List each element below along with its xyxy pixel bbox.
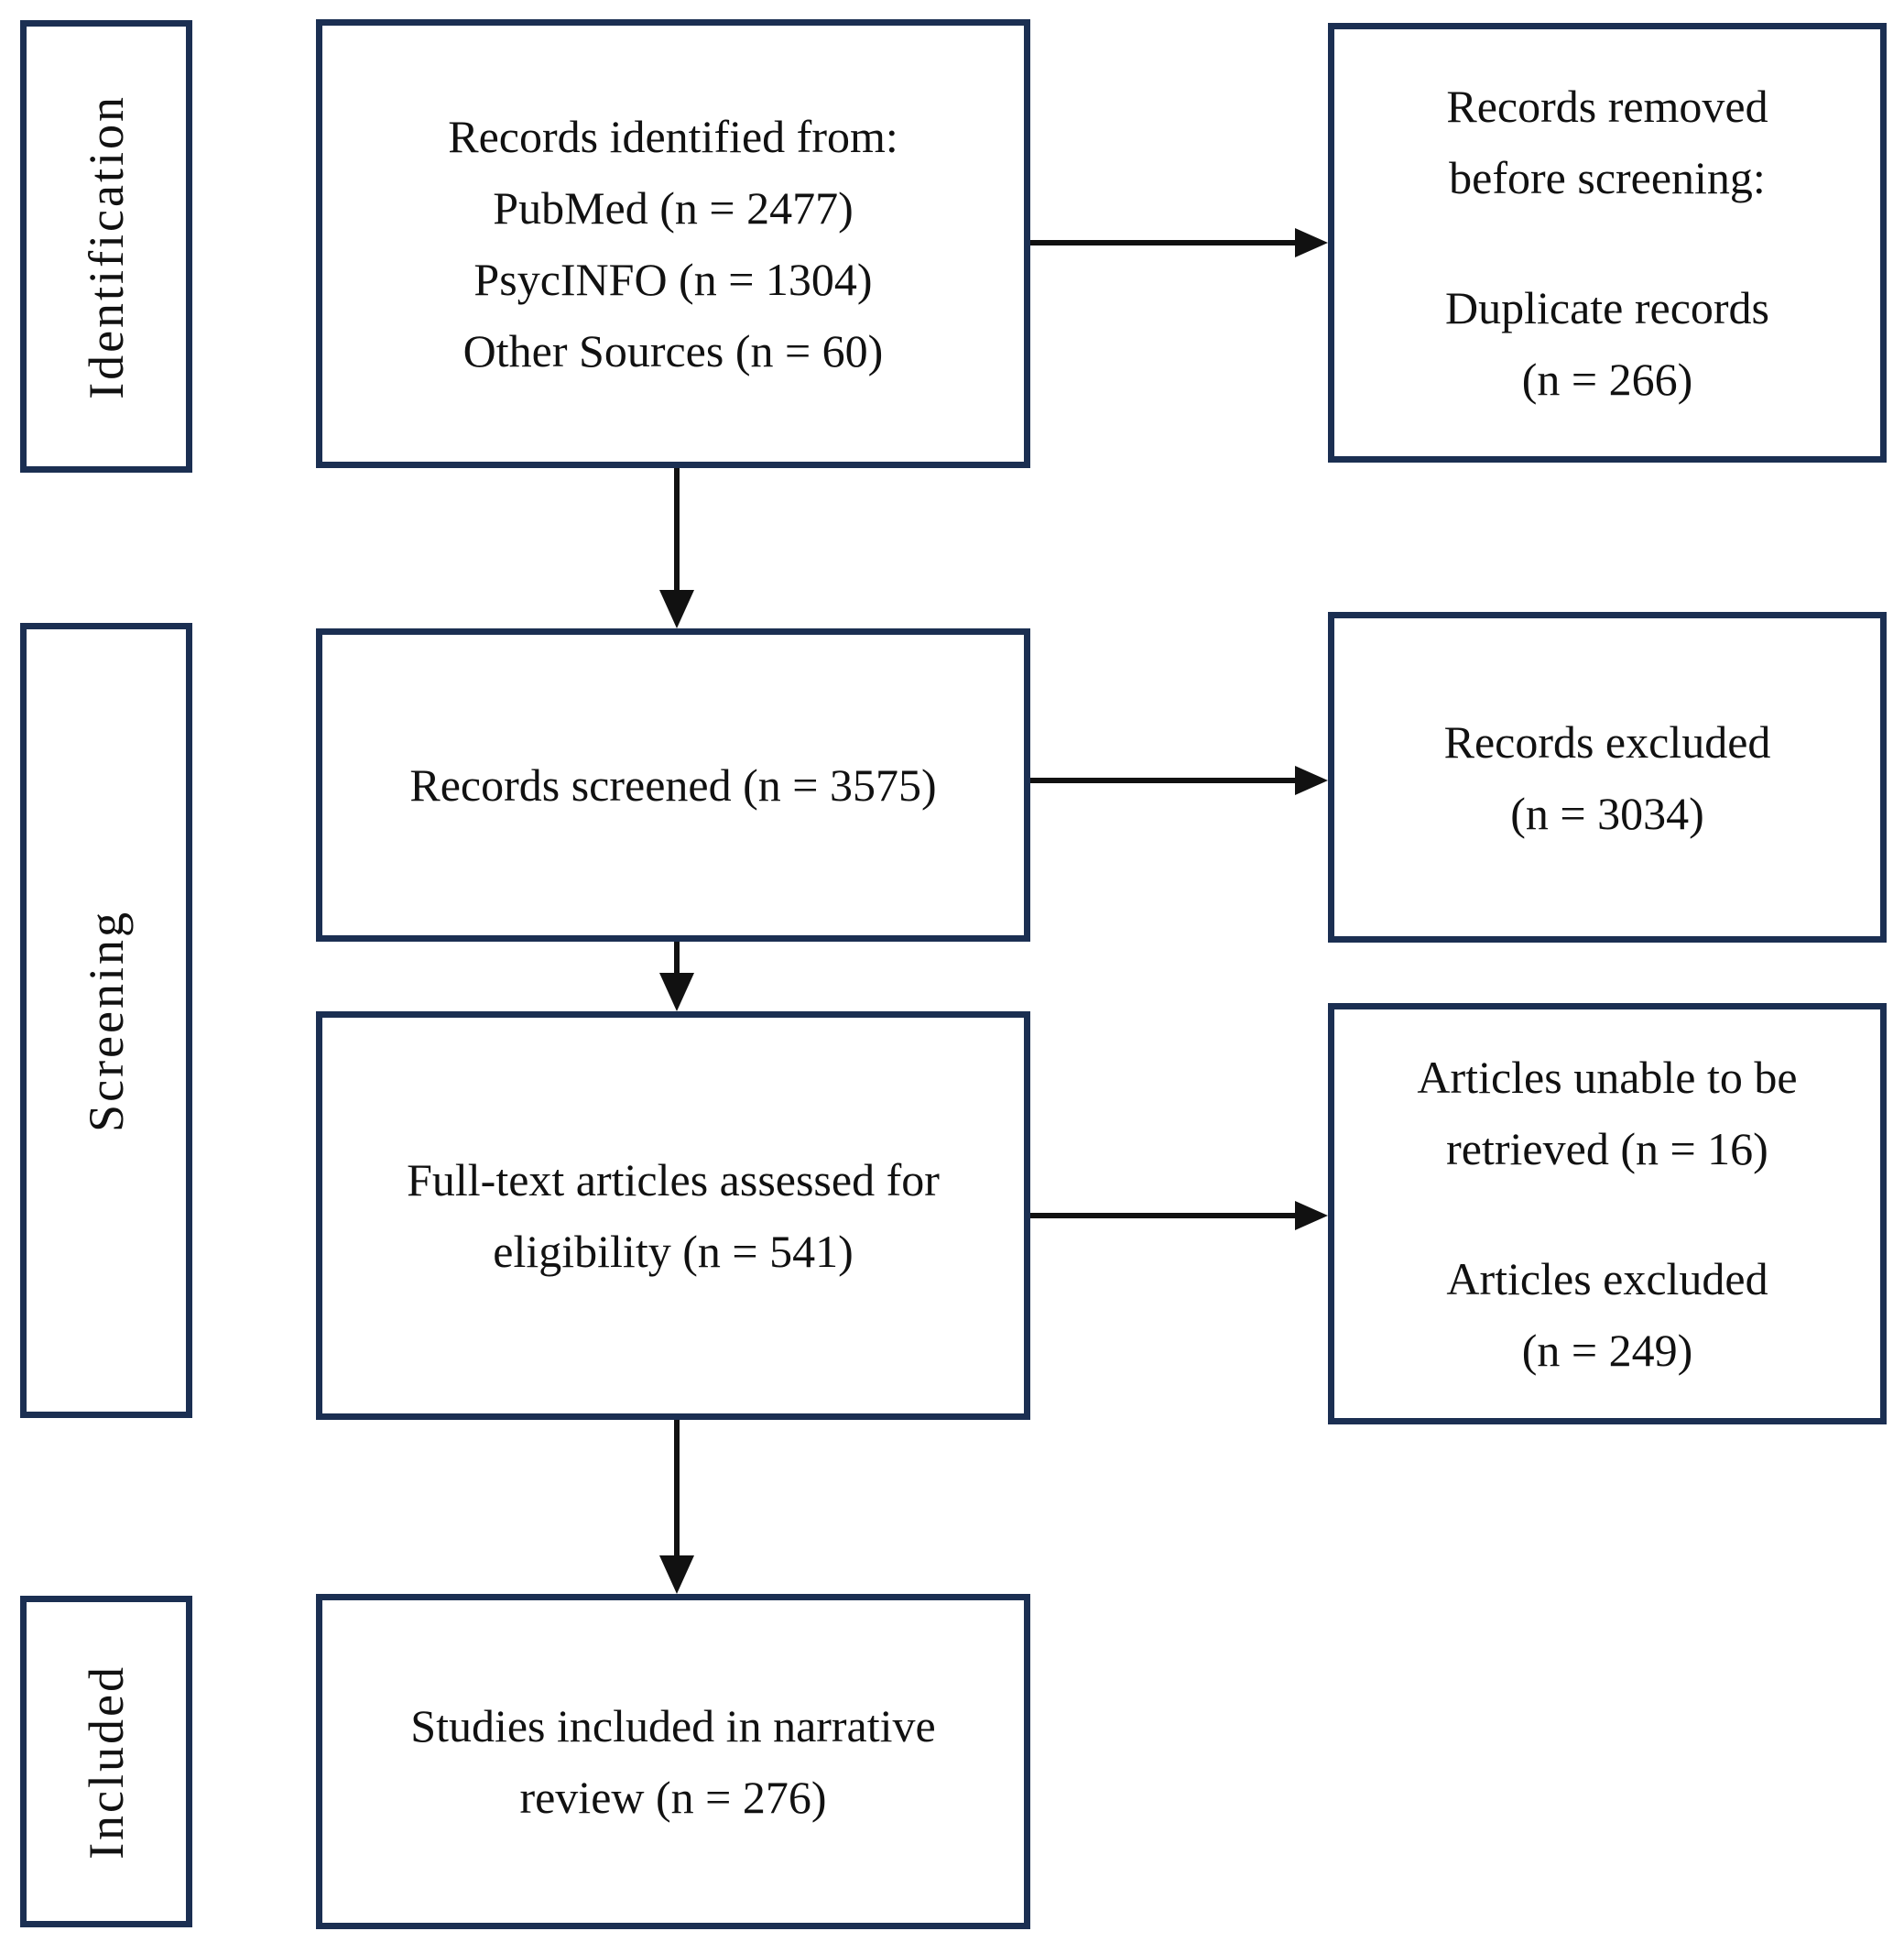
arrow-identified-to-removed-shaft xyxy=(1030,240,1295,245)
records-screened-box: Records screened (n = 3575) xyxy=(316,628,1030,942)
arrow-screened-to-excluded-shaft xyxy=(1030,778,1295,783)
stage-label-included-text: Included xyxy=(79,1664,134,1860)
arrow-fulltext-to-studies-head-icon xyxy=(659,1555,694,1594)
box-text-line: Records removed xyxy=(1446,81,1768,132)
box-paragraph: Duplicate records (n = 266) xyxy=(1445,272,1769,415)
arrow-screened-to-fulltext-shaft xyxy=(674,942,680,973)
stage-label-identification: Identification xyxy=(20,20,192,473)
box-paragraph: Articles unable to be retrieved (n = 16) xyxy=(1417,1042,1797,1184)
stage-label-included: Included xyxy=(20,1596,192,1927)
arrow-identified-to-removed-head-icon xyxy=(1295,228,1328,257)
box-text-line: PubMed (n = 2477) xyxy=(493,182,854,234)
arrow-screened-to-excluded-head-icon xyxy=(1295,766,1328,795)
box-paragraph: Articles excluded (n = 249) xyxy=(1446,1243,1768,1386)
box-text-line: (n = 266) xyxy=(1521,354,1693,405)
records-identified-box: Records identified from: PubMed (n = 247… xyxy=(316,19,1030,468)
studies-included-box: Studies included in narrative review (n … xyxy=(316,1594,1030,1929)
box-text-line: eligibility (n = 541) xyxy=(493,1226,854,1277)
box-text-line: Full-text articles assessed for xyxy=(407,1154,940,1206)
records-removed-box: Records removed before screening: Duplic… xyxy=(1328,23,1887,463)
stage-label-screening: Screening xyxy=(20,623,192,1418)
box-text-line: Duplicate records xyxy=(1444,282,1769,333)
box-text-line: (n = 249) xyxy=(1521,1325,1693,1376)
box-text-line: Records identified from: xyxy=(448,111,898,162)
box-text-line: Articles unable to be xyxy=(1417,1052,1798,1103)
articles-excluded-box: Articles unable to be retrieved (n = 16)… xyxy=(1328,1003,1887,1424)
arrow-identified-to-screened-shaft xyxy=(674,468,680,590)
box-text-line: review (n = 276) xyxy=(519,1772,827,1823)
box-text-line: before screening: xyxy=(1449,152,1766,203)
box-paragraph: Records removed before screening: xyxy=(1446,71,1768,213)
box-text-line: Records excluded xyxy=(1443,715,1771,768)
arrow-screened-to-fulltext-head-icon xyxy=(659,973,694,1011)
arrow-fulltext-to-articles-excluded-head-icon xyxy=(1295,1201,1328,1230)
box-text-line: Articles excluded xyxy=(1446,1253,1768,1304)
arrow-identified-to-screened-head-icon xyxy=(659,590,694,628)
box-text-line: Other Sources (n = 60) xyxy=(462,325,884,376)
stage-label-identification-text: Identification xyxy=(79,93,134,399)
box-text-line: retrieved (n = 16) xyxy=(1446,1123,1768,1174)
records-excluded-box: Records excluded (n = 3034) xyxy=(1328,612,1887,943)
stage-label-screening-text: Screening xyxy=(79,909,134,1132)
arrow-fulltext-to-articles-excluded-shaft xyxy=(1030,1213,1295,1218)
box-text-line: (n = 3034) xyxy=(1510,787,1704,839)
box-text-line: Studies included in narrative xyxy=(410,1700,936,1751)
arrow-fulltext-to-studies-shaft xyxy=(674,1420,680,1555)
box-text-line: PsycINFO (n = 1304) xyxy=(473,254,873,305)
box-text-line: Records screened (n = 3575) xyxy=(409,759,937,811)
fulltext-assessed-box: Full-text articles assessed for eligibil… xyxy=(316,1011,1030,1420)
